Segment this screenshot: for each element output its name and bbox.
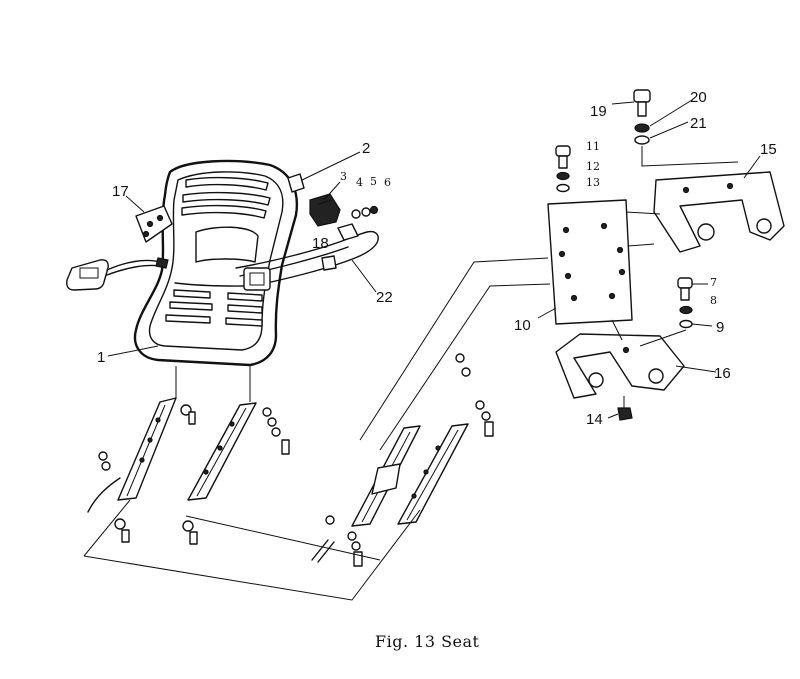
seat-shell xyxy=(133,159,299,367)
label-4: 4 xyxy=(356,176,363,189)
slide-rails-left xyxy=(87,397,257,513)
bracket-16 xyxy=(555,333,685,399)
slide-rails-right xyxy=(351,423,469,527)
belt-buckle xyxy=(66,257,169,291)
label-13: 13 xyxy=(586,176,600,189)
label-12: 12 xyxy=(586,160,600,173)
leader-lines xyxy=(107,99,761,419)
label-20: 20 xyxy=(690,89,707,106)
label-6: 6 xyxy=(384,176,391,189)
figure-caption: Fig. 13 Seat xyxy=(375,632,480,651)
label-17: 17 xyxy=(112,183,129,200)
label-21: 21 xyxy=(690,115,707,132)
top-bolts xyxy=(555,89,693,421)
bracket-17 xyxy=(135,205,173,243)
label-22: 22 xyxy=(376,289,393,306)
mounting-plate-10 xyxy=(547,199,633,325)
label-18: 18 xyxy=(312,235,329,252)
label-1: 1 xyxy=(97,349,105,366)
seat-belt xyxy=(235,223,379,291)
retractor-parts xyxy=(287,173,379,227)
label-2: 2 xyxy=(362,140,370,157)
bracket-15 xyxy=(653,171,785,253)
label-5: 5 xyxy=(370,175,377,188)
label-3: 3 xyxy=(340,170,347,183)
label-15: 15 xyxy=(760,141,777,158)
fasteners xyxy=(98,353,494,567)
label-19: 19 xyxy=(590,103,607,120)
label-11: 11 xyxy=(586,140,600,153)
label-7: 7 xyxy=(710,276,717,289)
label-14: 14 xyxy=(586,411,603,428)
label-9: 9 xyxy=(716,319,724,336)
part-labels: 1 2 3 4 5 6 7 8 9 10 11 12 13 14 15 16 1… xyxy=(97,89,777,428)
assembly-lines xyxy=(83,146,739,601)
label-16: 16 xyxy=(714,365,731,382)
label-8: 8 xyxy=(710,294,717,307)
label-10: 10 xyxy=(514,317,531,334)
